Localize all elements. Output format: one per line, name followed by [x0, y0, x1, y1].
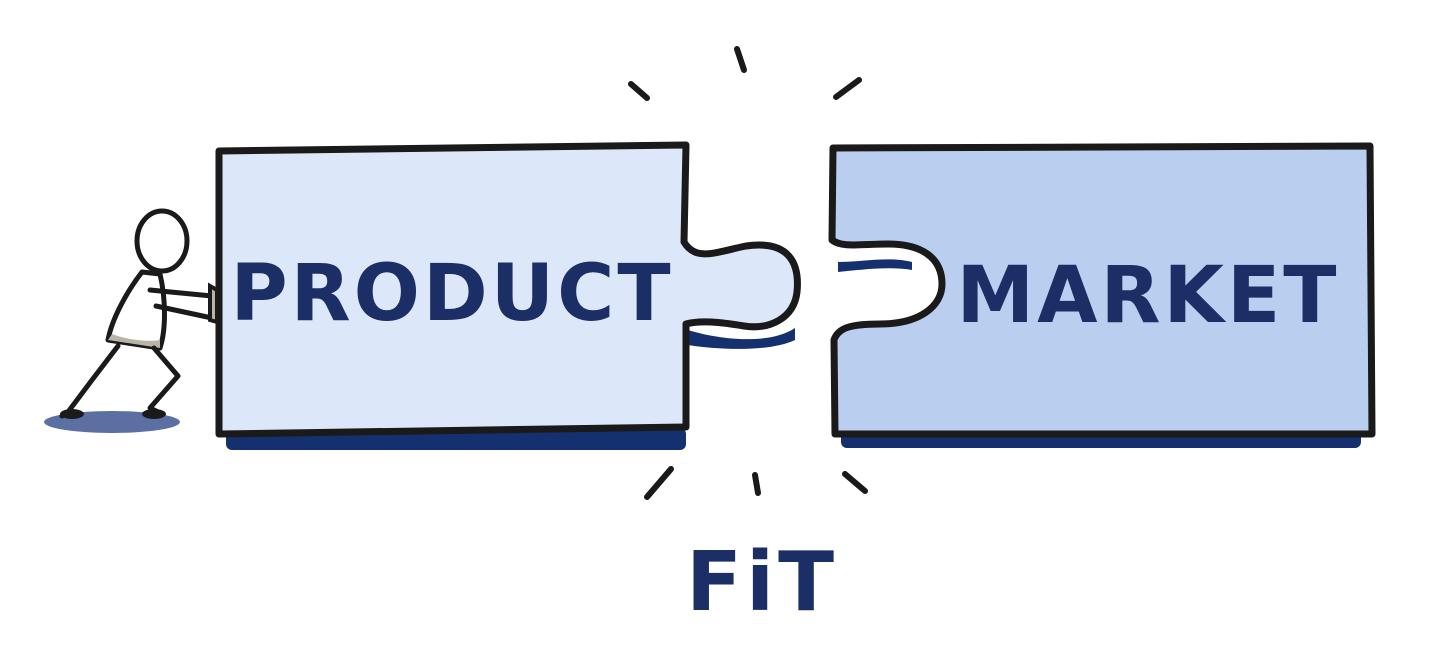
market-puzzle-piece: MARKET	[832, 146, 1372, 448]
figure-foot-back	[60, 409, 84, 419]
product-puzzle-piece: PRODUCT	[219, 145, 797, 450]
pushing-person-icon	[44, 211, 217, 433]
spark-line-bottom-center	[755, 475, 758, 493]
figure-hand	[210, 286, 217, 322]
figure-leg-back	[62, 346, 118, 416]
market-label: MARKET	[957, 251, 1340, 341]
spark-line-bottom-right	[845, 474, 865, 491]
spark-line-top-right	[836, 80, 859, 97]
figure-head	[137, 211, 187, 271]
figure-foot-front	[142, 409, 166, 419]
market-slot-shadow	[838, 259, 912, 272]
spark-line-top-left	[631, 84, 647, 98]
spark-line-top-center	[737, 49, 744, 70]
fit-caption: FiT	[686, 535, 838, 630]
figure-leg-front	[150, 348, 178, 414]
product-piece-tab-shadow	[688, 328, 795, 349]
product-label: PRODUCT	[230, 249, 673, 339]
spark-line-bottom-left	[647, 469, 671, 497]
